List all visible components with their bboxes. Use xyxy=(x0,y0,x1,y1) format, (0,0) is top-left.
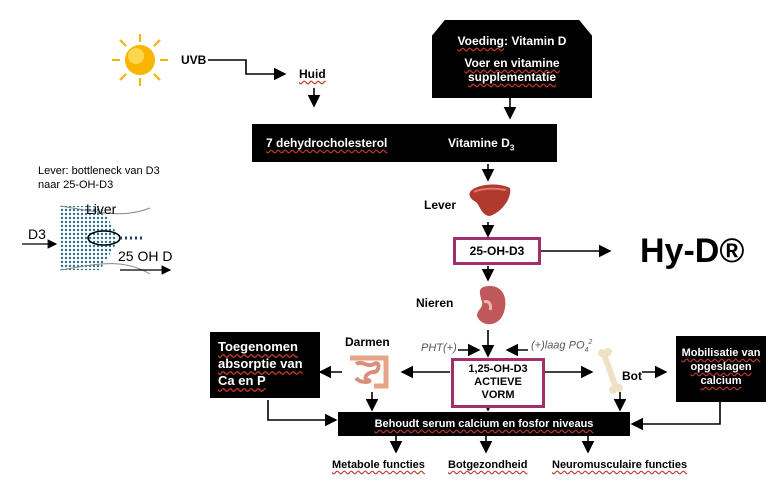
diet-sub: Voer en vitamine supplementatie xyxy=(464,56,560,84)
pth-label: PHT(+) xyxy=(421,342,457,354)
serum-bar: Behoudt serum calcium en fosfor niveaus xyxy=(338,412,630,436)
inset-input-label: D3 xyxy=(28,226,46,242)
active-form-box: 1,25-OH-D3 ACTIEVE VORM xyxy=(451,358,545,408)
diet-title-suffix: : Vitamin D xyxy=(503,34,567,48)
precursor-label: 7 dehydrocholesterol xyxy=(266,136,388,150)
inset-caption-line2: naar 25-OH-D3 xyxy=(38,179,114,191)
diet-title-prefix: Voeding xyxy=(457,34,504,48)
liver-label: Lever xyxy=(424,198,457,212)
sun-icon xyxy=(112,34,168,86)
metabolite-box: 25-OH-D3 xyxy=(453,237,541,265)
outcome-neuromuscular: Neuromusculaire functies xyxy=(552,459,688,471)
absorption-label: Toegenomen absorptie van Ca en P xyxy=(218,339,303,388)
absorption-box: Toegenomen absorptie van Ca en P xyxy=(210,332,320,398)
serum-label: Behoudt serum calcium en fosfor niveaus xyxy=(374,418,594,430)
brand-label: Hy-D® xyxy=(640,232,745,270)
outcome-metabolic: Metabole functies xyxy=(332,459,425,471)
diet-source-box: Voeding: Vitamin D Voer en vitamine supp… xyxy=(432,20,592,98)
inset-organ-label: Liver xyxy=(86,201,117,217)
kidney-icon xyxy=(477,286,506,325)
inset-output-label: 25 OH D xyxy=(118,248,173,264)
inset-caption-line1: Lever: bottleneck van D3 xyxy=(38,165,160,177)
mobilisation-label: Mobilisatie van opgeslagen calcium xyxy=(681,347,761,387)
intestine-label: Darmen xyxy=(345,335,390,349)
active-line1: 1,25-OH-D3 xyxy=(468,363,528,375)
liver-icon xyxy=(469,184,511,216)
liver-bottleneck-icon xyxy=(22,205,172,275)
bone-label: Bot xyxy=(622,369,642,383)
outcome-bone-health: Botgezondheid xyxy=(448,459,528,471)
active-line3: VORM xyxy=(481,389,515,401)
intestine-icon xyxy=(350,355,389,389)
bone-icon xyxy=(598,348,623,394)
skin-label: Huid xyxy=(299,67,326,81)
active-line2: ACTIEVE xyxy=(474,376,522,388)
mobilisation-box: Mobilisatie van opgeslagen calcium xyxy=(676,336,766,402)
synthesis-bar: 7 dehydrocholesterol Vitamine D3 xyxy=(252,124,557,162)
product-label: Vitamine D3 xyxy=(448,136,515,153)
inset-caption: Lever: bottleneck van D3 naar 25-OH-D3 xyxy=(38,164,160,192)
kidney-label: Nieren xyxy=(416,296,454,310)
po4-label: (+)laag PO42 xyxy=(531,339,593,354)
uvb-label: UVB xyxy=(181,53,207,67)
